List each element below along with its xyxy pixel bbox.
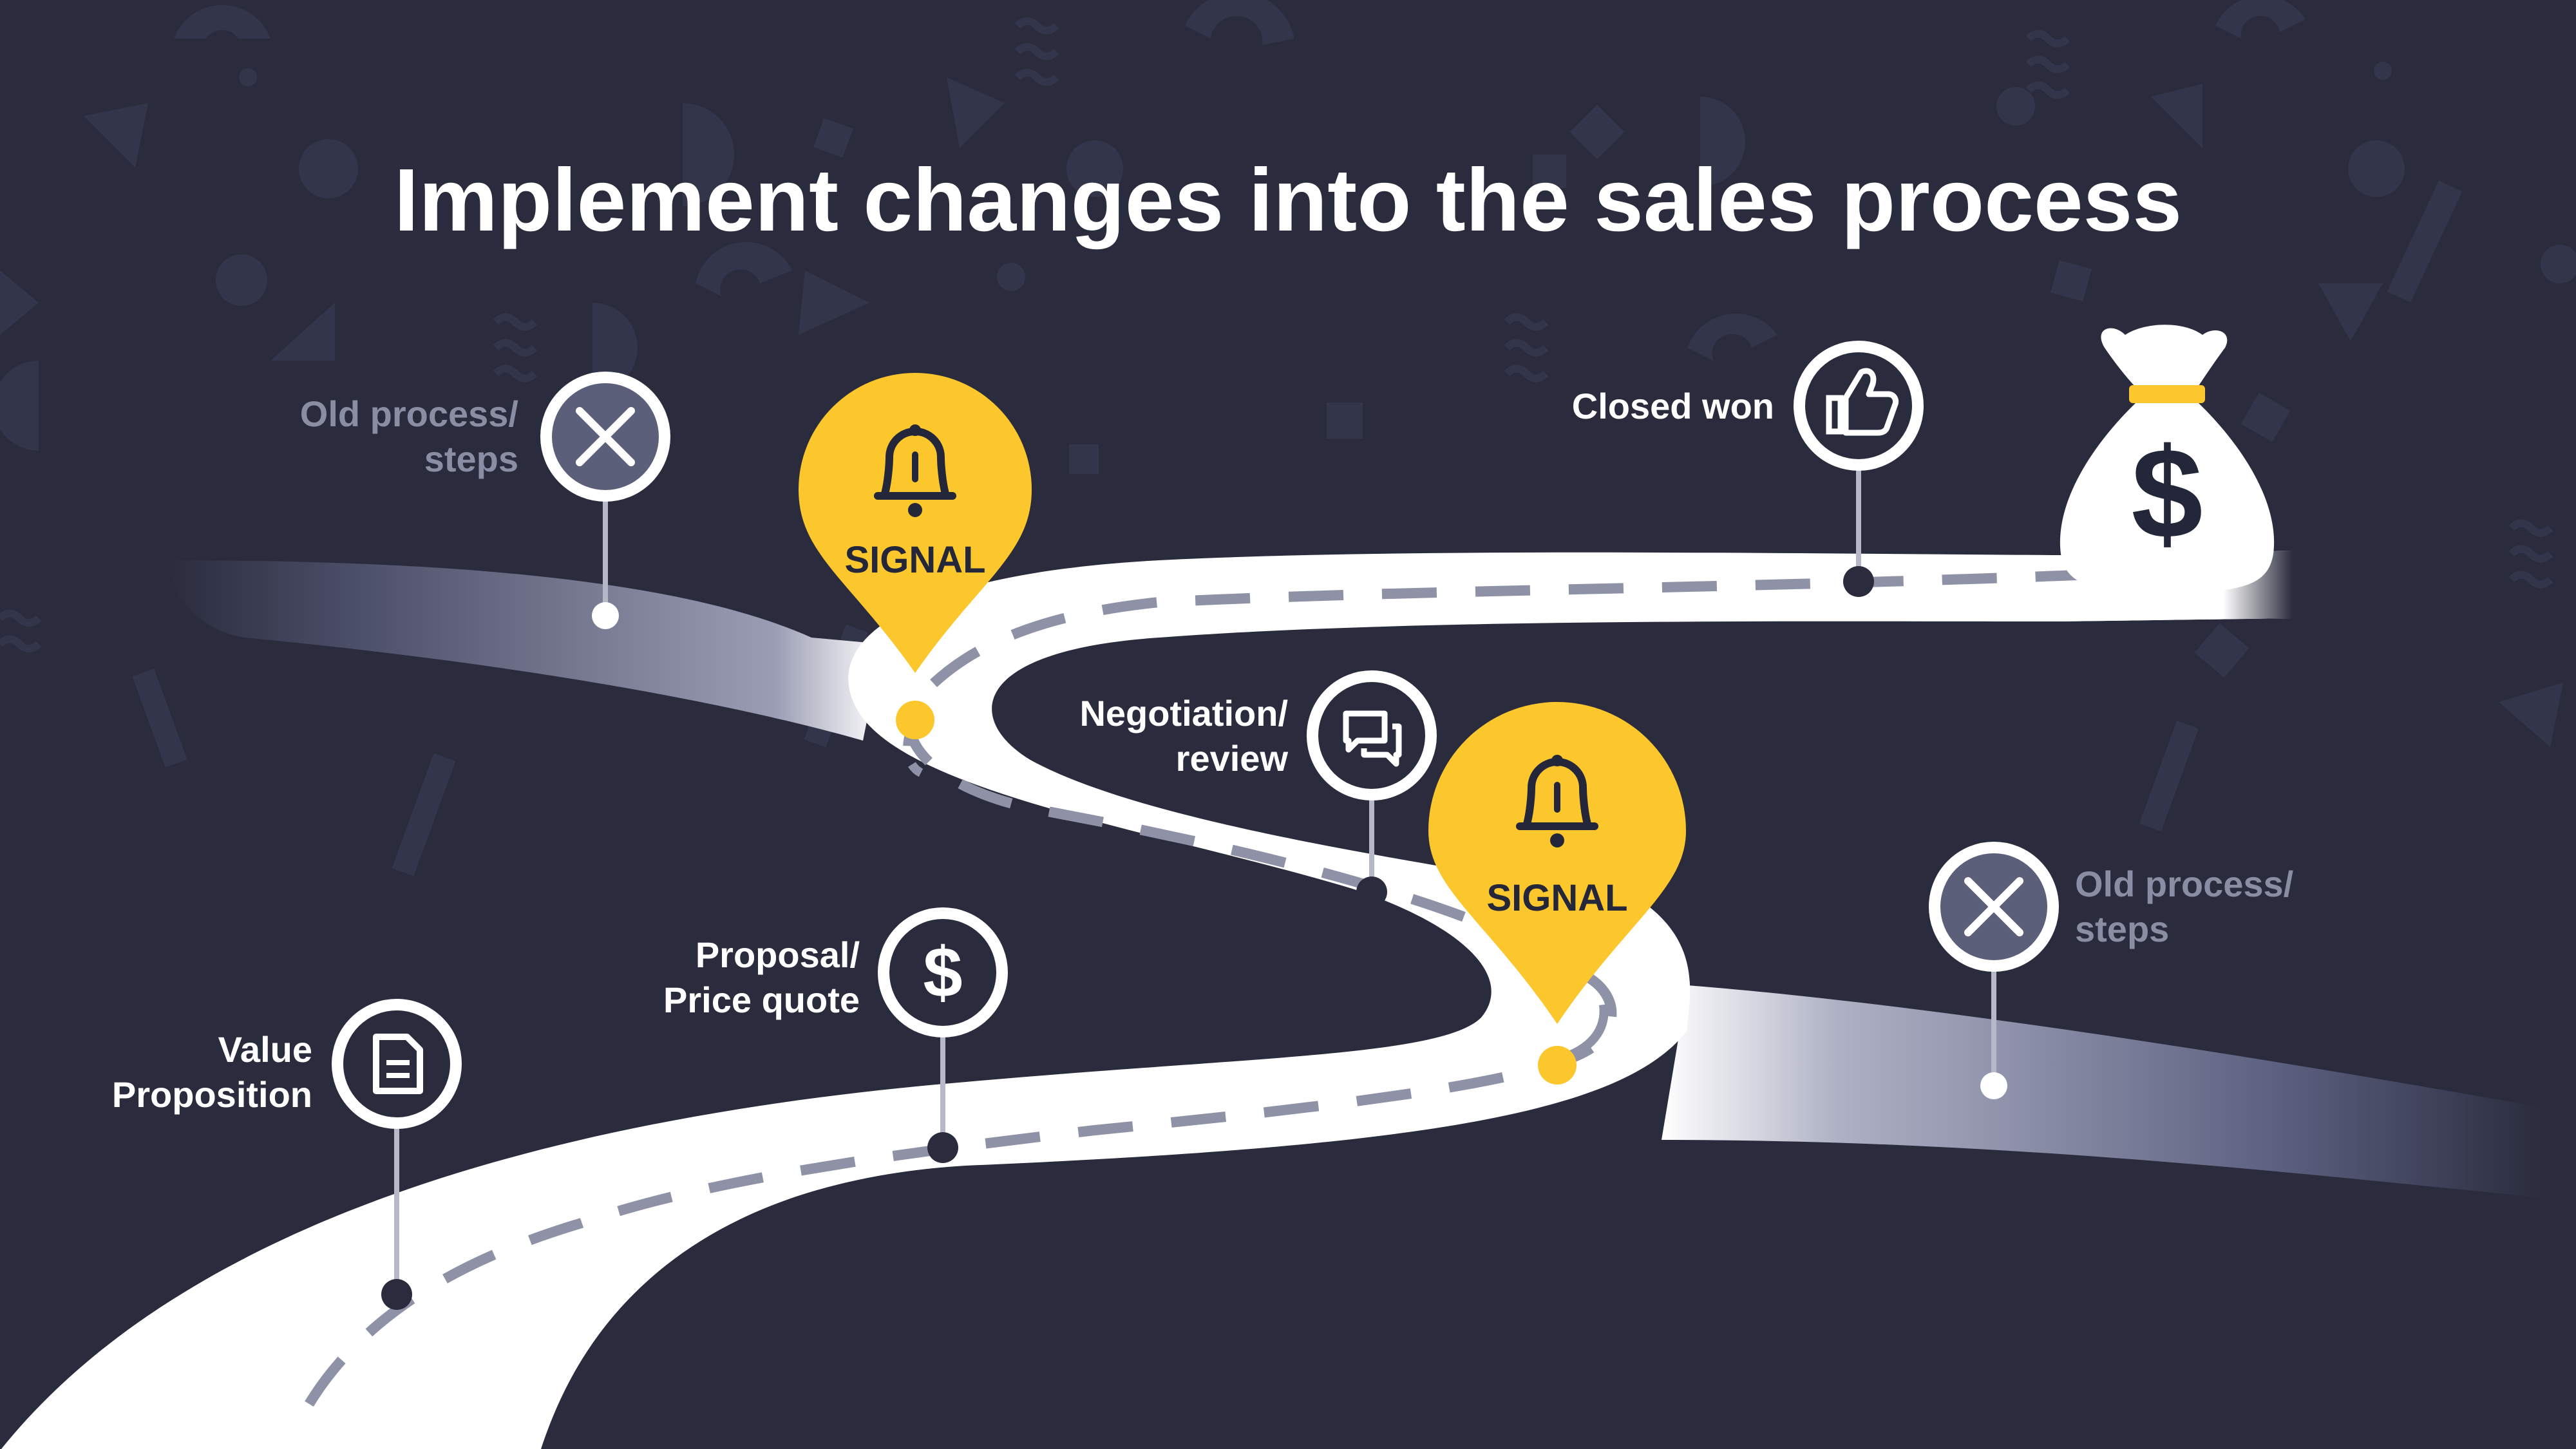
money-bag-icon: $ [2060, 325, 2275, 592]
milestone-label-line2: Price quote [663, 980, 860, 1020]
signal-label: SIGNAL [1486, 877, 1628, 919]
milestone-label-line1: Proposal/ [695, 934, 860, 975]
road-center-dashes [305, 568, 2126, 1407]
milestone-label-line2: Proposition [111, 1074, 312, 1115]
dollar-icon: $ [878, 907, 1008, 1037]
bell-icon [1516, 755, 1598, 848]
chat-icon [1307, 670, 1437, 800]
milestone-label-line1: Value [218, 1029, 312, 1070]
old-process-branch-upper [167, 560, 882, 741]
svg-text:$: $ [2131, 422, 2202, 565]
decorative-shapes [0, 0, 2576, 876]
bell-icon [874, 424, 956, 517]
milestone-label-line2: review [1175, 738, 1288, 779]
closed-won-label: Closed won [1494, 384, 1774, 429]
old-process-label-line1: Old process/ [2075, 864, 2294, 904]
signal-pin-1 [799, 373, 1032, 673]
old-process-label-line2: steps [424, 439, 518, 479]
signal-connectors [896, 701, 1609, 1084]
decorative-squiggles [0, 17, 2553, 653]
milestone-label-line1: Closed won [1571, 386, 1774, 426]
old-process-label-upper: Old process/ steps [193, 392, 518, 482]
thumbs-up-icon [1794, 341, 1924, 471]
close-x-icon [540, 372, 670, 502]
close-x-icon [1929, 842, 2059, 972]
negotiation-label: Negotiation/ review [992, 691, 1288, 781]
svg-text:$: $ [923, 933, 962, 1012]
value-proposition-label: Value Proposition [52, 1027, 312, 1117]
old-process-label-line2: steps [2075, 909, 2170, 949]
proposal-label: Proposal/ Price quote [567, 933, 860, 1023]
stem-dots [381, 566, 2007, 1310]
signal-pin-2 [1428, 702, 1686, 1024]
old-process-branch-lower [1662, 985, 2544, 1198]
milestone-label-line1: Negotiation/ [1079, 693, 1288, 734]
page-title: Implement changes into the sales process [393, 151, 2183, 250]
signal-label: SIGNAL [844, 539, 986, 581]
document-icon [332, 999, 462, 1129]
old-process-label-line1: Old process/ [299, 393, 518, 434]
old-process-label-lower: Old process/ steps [2075, 862, 2345, 952]
